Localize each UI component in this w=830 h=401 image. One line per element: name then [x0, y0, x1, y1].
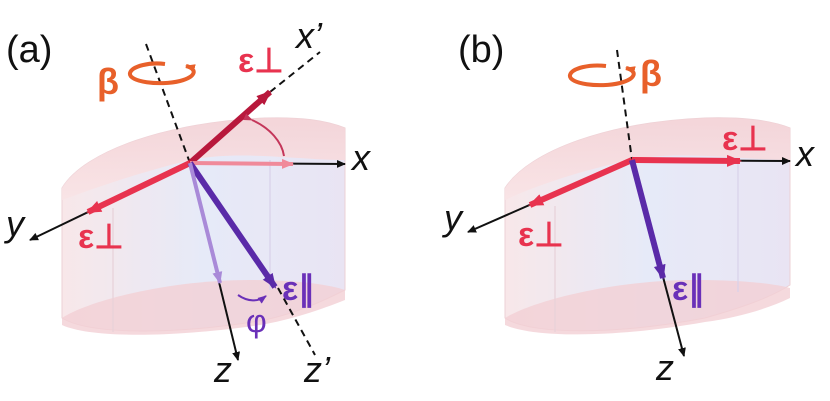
phi-label: φ — [246, 303, 267, 339]
eps-par-vector-b — [629, 159, 666, 280]
eps-par-projection — [188, 162, 223, 284]
eps-perp-top-vector — [188, 89, 272, 166]
beta-rotation-icon-b — [568, 63, 636, 88]
eps-perp-projection — [189, 158, 294, 169]
beta-rotation-icon-a — [128, 61, 196, 86]
eps-perp-right-label: ε⊥ — [722, 120, 768, 158]
eps-perp-left-vector-b — [528, 157, 634, 208]
rotation-axis-b — [616, 49, 633, 161]
eps-perp-left-vector-a — [86, 160, 192, 215]
rotation-axis-a — [145, 43, 191, 164]
rotation-arc-phi — [237, 294, 267, 304]
panel-label-b: (b) — [458, 29, 504, 71]
z-label-b: z — [655, 347, 674, 388]
x-label-a: x — [350, 137, 372, 178]
rotation-arc-x — [243, 113, 285, 157]
panel-label-a: (a) — [6, 29, 52, 71]
eps-par-vector-a — [187, 161, 278, 289]
eps-perp-left-label-a: ε⊥ — [78, 218, 124, 256]
z-prime-axis — [277, 287, 316, 356]
eps-perp-left-label-b: ε⊥ — [518, 216, 564, 254]
eps-par-label-a: ε∥ — [282, 270, 315, 308]
z-prime-label: z’ — [303, 349, 331, 390]
z-label-a: z — [213, 349, 232, 390]
eps-par-label-b: ε∥ — [672, 270, 705, 308]
eps-perp-right-vector — [631, 154, 742, 167]
y-label-a: y — [3, 203, 26, 244]
x-prime-axis — [269, 51, 321, 93]
panel-b: (b) β ε⊥ x y ε⊥ ε∥ z — [441, 29, 816, 388]
y-label-b: y — [441, 197, 464, 238]
x-prime-label: x’ — [294, 15, 323, 56]
x-label-b: x — [794, 133, 816, 174]
beta-label-a: β — [97, 61, 119, 102]
eps-perp-top-label: ε⊥ — [238, 42, 284, 80]
beta-label-b: β — [640, 53, 662, 94]
panel-a: (a) β x’ ε⊥ x y ε⊥ ε∥ φ z z’ — [3, 15, 372, 390]
